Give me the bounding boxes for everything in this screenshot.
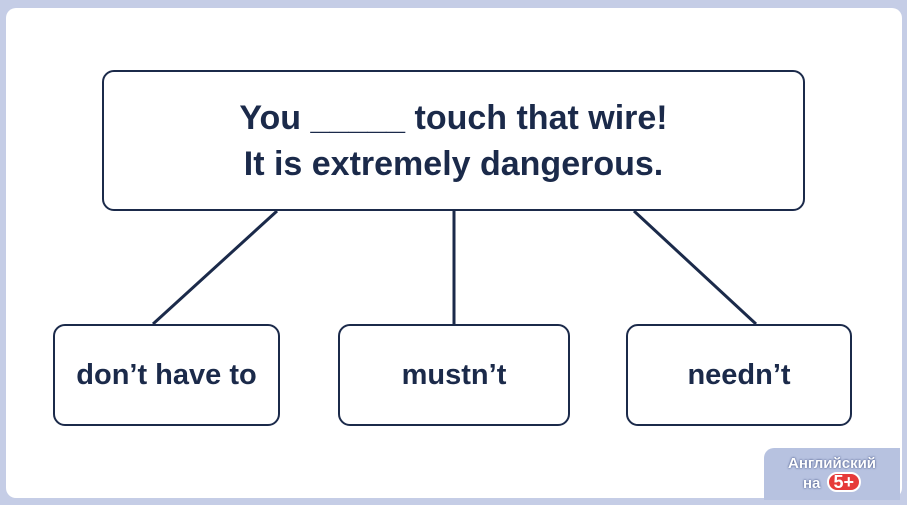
option-label: needn’t (687, 358, 791, 391)
logo-line-2: на (802, 475, 821, 492)
connector-right (632, 209, 758, 326)
option-mustnt[interactable]: mustn’t (338, 324, 570, 426)
channel-logo: Английский на 5+ (764, 448, 900, 500)
logo-line-1: Английский (787, 455, 877, 472)
logo-five-badge: 5+ (826, 472, 862, 492)
option-dont-have-to[interactable]: don’t have to (53, 324, 280, 426)
connector-left (151, 209, 279, 326)
logo-text: Английский на 5+ (788, 456, 876, 492)
question-line-2: It is extremely dangerous. (243, 144, 664, 183)
option-label: don’t have to (76, 358, 257, 391)
question-box: You _____ touch that wire! It is extreme… (102, 70, 805, 211)
question-line-1: You _____ touch that wire! (239, 98, 668, 137)
option-label: mustn’t (401, 358, 507, 391)
option-neednt[interactable]: needn’t (626, 324, 852, 426)
